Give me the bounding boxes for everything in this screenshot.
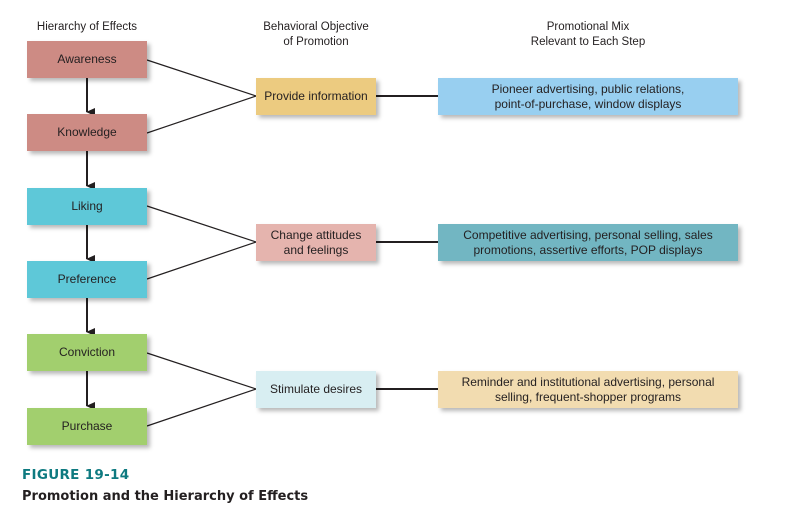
header-promotional-mix: Promotional Mix Relevant to Each Step	[488, 20, 688, 50]
line-preference-objective	[146, 241, 257, 280]
figure-number: FIGURE 19-14	[22, 467, 130, 483]
step-purchase: Purchase	[27, 408, 147, 445]
step-label: Preference	[57, 272, 117, 286]
step-label: Awareness	[57, 52, 117, 66]
step-knowledge: Knowledge	[27, 114, 147, 151]
header-objective-line2: of Promotion	[283, 36, 349, 48]
mix-line2: selling, frequent-shopper programs	[494, 389, 682, 404]
header-objective-line1: Behavioral Objective	[263, 21, 369, 33]
header-mix-line2: Relevant to Each Step	[530, 36, 646, 48]
header-mix-line1: Promotional Mix	[546, 21, 630, 33]
step-conviction: Conviction	[27, 334, 147, 371]
step-label: Conviction	[58, 345, 116, 359]
mix-conviction-purchase: Reminder and institutional advertising, …	[438, 371, 738, 408]
objective-change-attitudes: Change attitudes and feelings	[256, 224, 376, 261]
line-awareness-objective	[146, 59, 257, 97]
line-liking-objective	[146, 205, 257, 243]
objective-provide-information: Provide information	[256, 78, 376, 115]
mix-liking-preference: Competitive advertising, personal sellin…	[438, 224, 738, 261]
line-conviction-objective	[146, 352, 257, 390]
step-liking: Liking	[27, 188, 147, 225]
header-hierarchy-of-effects: Hierarchy of Effects	[20, 20, 154, 35]
mix-line2: point-of-purchase, window displays	[494, 96, 682, 111]
mix-line2: promotions, assertive efforts, POP displ…	[473, 242, 703, 257]
mix-line1: Competitive advertising, personal sellin…	[463, 227, 713, 242]
mix-awareness-knowledge: Pioneer advertising, public relations, p…	[438, 78, 738, 115]
line-purchase-objective	[146, 388, 257, 427]
objective-line1: Change attitudes	[270, 227, 362, 242]
objective-line1: Provide information	[264, 89, 368, 103]
mix-line1: Reminder and institutional advertising, …	[461, 374, 715, 389]
figure-title: Promotion and the Hierarchy of Effects	[22, 489, 309, 504]
mix-line1: Pioneer advertising, public relations,	[491, 81, 685, 96]
header-behavioral-objective: Behavioral Objective of Promotion	[236, 20, 396, 50]
objective-line1: Stimulate desires	[269, 382, 363, 396]
objective-stimulate-desires: Stimulate desires	[256, 371, 376, 408]
step-label: Purchase	[61, 419, 113, 433]
header-hierarchy-text: Hierarchy of Effects	[36, 21, 138, 33]
objective-line2: and feelings	[283, 242, 349, 257]
step-label: Liking	[71, 199, 103, 213]
line-knowledge-objective	[146, 95, 257, 134]
step-label: Knowledge	[57, 125, 117, 139]
step-awareness: Awareness	[27, 41, 147, 78]
step-preference: Preference	[27, 261, 147, 298]
